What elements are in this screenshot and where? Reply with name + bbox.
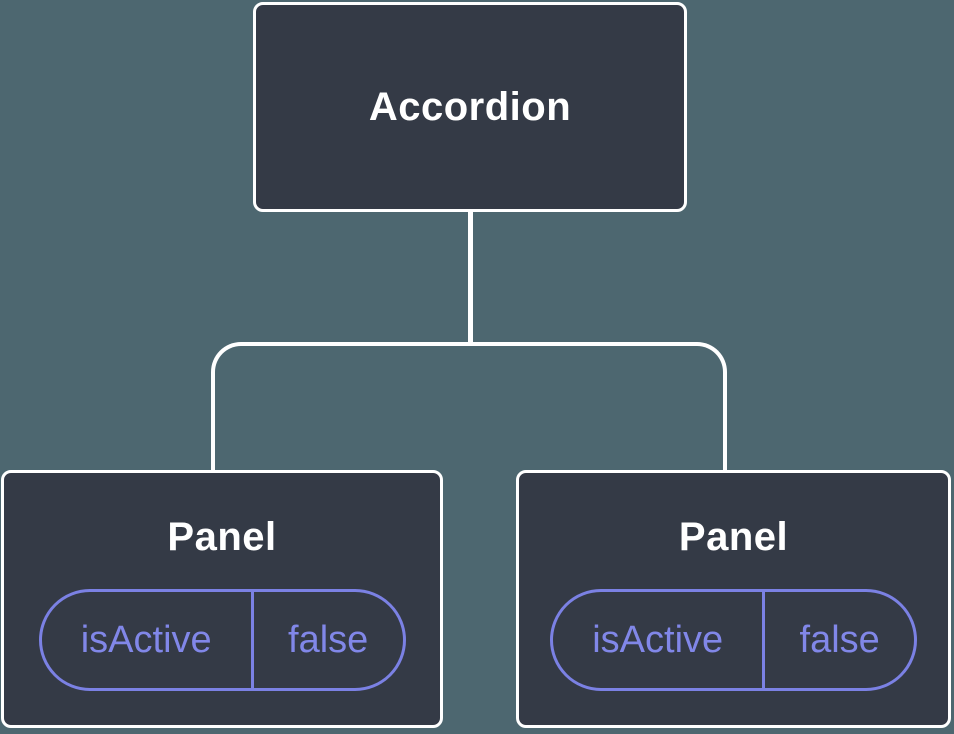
state-pill: isActive false <box>38 589 406 691</box>
state-name: isActive <box>553 592 766 688</box>
panel-node-label: Panel <box>678 515 789 559</box>
panel-node-left: Panel isActive false <box>1 470 443 728</box>
accordion-node: Accordion <box>253 2 687 212</box>
state-name: isActive <box>42 592 254 688</box>
connector-bracket <box>211 342 727 470</box>
state-pill: isActive false <box>550 589 917 691</box>
panel-node-right: Panel isActive false <box>516 470 951 728</box>
state-value: false <box>288 618 369 661</box>
state-value: false <box>799 618 880 661</box>
connector-stem <box>468 208 473 346</box>
panel-node-label: Panel <box>167 515 277 559</box>
accordion-node-label: Accordion <box>368 85 572 129</box>
